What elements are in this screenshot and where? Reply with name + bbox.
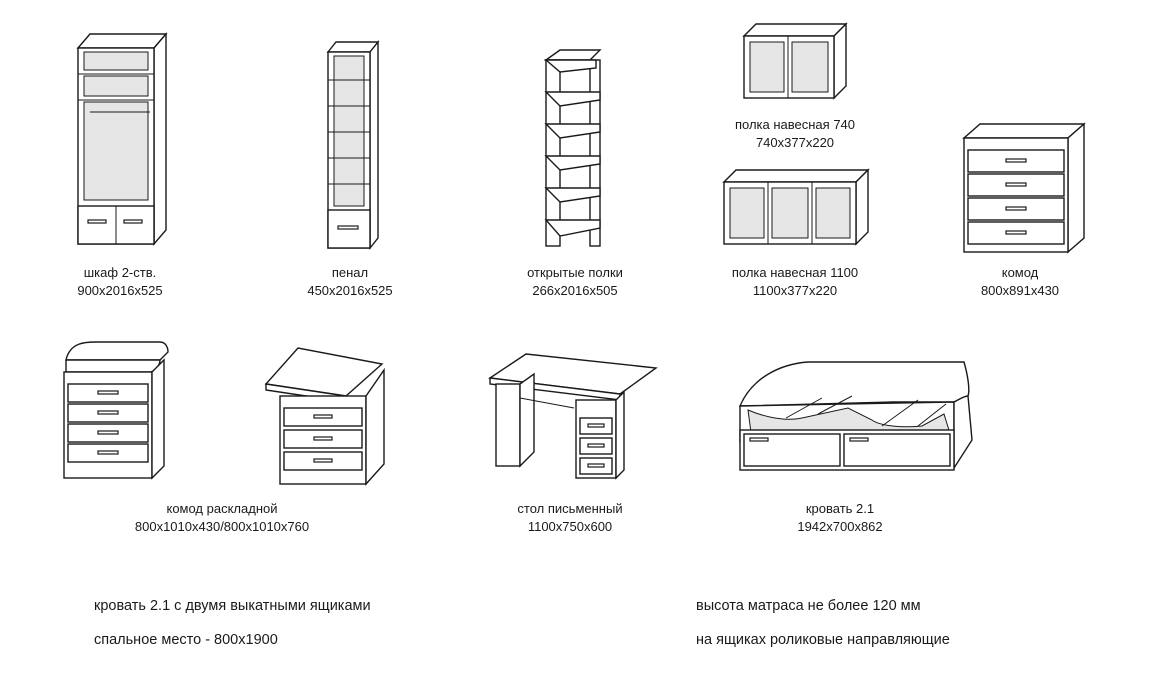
product-name: кровать 2.1 — [805, 501, 875, 516]
changing-chest-drawing-icon — [63, 341, 169, 480]
product-size: 1942х700х862 — [797, 519, 883, 534]
product-size: 266х2016х505 — [532, 283, 618, 298]
product-size: 740х377х220 — [755, 135, 835, 150]
wall-shelf-drawing-icon — [742, 22, 848, 100]
narrow-cabinet-drawing-icon — [326, 40, 380, 250]
changing-chest-drawing-icon — [264, 347, 385, 486]
product-size: 800х1010х430/800х1010х760 — [134, 519, 310, 534]
note-roller-guides: на ящиках роликовые направляющие — [696, 632, 950, 648]
product-name: полка навесная 1100 — [731, 265, 859, 280]
product-name: пенал — [331, 265, 369, 280]
wardrobe-drawing-icon — [76, 32, 168, 246]
chest-drawing-icon — [962, 122, 1086, 254]
corner-shelves-drawing-icon — [543, 49, 602, 247]
product-name: стол письменный — [517, 501, 623, 516]
desk-drawing-icon — [488, 353, 658, 480]
bed-drawing-icon — [738, 361, 973, 471]
product-name: полка навесная 740 — [734, 117, 856, 132]
note-bed-drawers: кровать 2.1 с двумя выкатными ящиками — [94, 598, 371, 614]
product-name: комод раскладной — [166, 501, 278, 516]
product-size: 1100х750х600 — [527, 519, 613, 534]
product-size: 1100х377х220 — [752, 283, 838, 298]
product-size: 450х2016х525 — [307, 283, 393, 298]
wall-shelf-drawing-icon — [722, 168, 870, 246]
product-name: шкаф 2-ств. — [83, 265, 157, 280]
product-name: комод — [1001, 265, 1039, 280]
product-size: 800х891х430 — [980, 283, 1060, 298]
product-size: 900х2016х525 — [77, 283, 163, 298]
product-name: открытые полки — [527, 265, 623, 280]
note-sleeping-area: спальное место - 800х1900 — [94, 632, 278, 648]
note-mattress-height: высота матраса не более 120 мм — [696, 598, 921, 614]
